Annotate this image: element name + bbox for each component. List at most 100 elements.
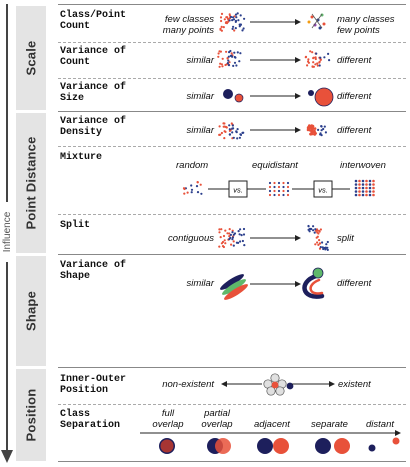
dot	[322, 247, 325, 251]
dot	[318, 242, 322, 245]
dot	[311, 51, 314, 54]
glyph-tiny-blue-circle	[308, 90, 314, 96]
dot	[220, 228, 223, 231]
separator	[58, 404, 406, 405]
dot	[218, 231, 221, 234]
dot	[224, 242, 227, 245]
separator	[58, 461, 406, 462]
dot	[226, 62, 229, 65]
dot	[199, 183, 202, 186]
dot	[321, 246, 324, 249]
dot	[273, 193, 276, 197]
dot	[358, 179, 361, 183]
dot	[368, 193, 372, 197]
dot	[241, 29, 244, 32]
text-similar-density: similar	[186, 125, 214, 136]
dot	[218, 125, 221, 128]
dot	[232, 64, 235, 67]
dot	[307, 127, 311, 131]
dot	[233, 61, 237, 64]
dot	[226, 17, 230, 20]
dot	[322, 127, 325, 131]
category-band-point-distance: Point Distance	[16, 113, 46, 253]
dot	[307, 58, 310, 61]
separator	[58, 146, 406, 147]
dot	[319, 132, 322, 135]
dot	[196, 191, 200, 194]
dot	[310, 132, 314, 136]
dot	[316, 231, 319, 234]
dot	[219, 28, 222, 31]
dot	[228, 133, 231, 136]
text-few-classes: few classes many points	[162, 14, 214, 36]
text-similar-size: similar	[186, 91, 214, 102]
dot	[227, 20, 230, 23]
dot	[365, 186, 368, 190]
text-different-density: different	[337, 125, 372, 136]
dot	[268, 189, 272, 193]
dot	[221, 57, 224, 60]
dot	[358, 193, 361, 197]
dot	[228, 232, 231, 235]
dot	[365, 183, 368, 186]
dot	[223, 122, 226, 125]
dot	[324, 246, 327, 249]
glyph-split	[307, 224, 329, 251]
text-partial-overlap: partial overlap	[201, 408, 233, 430]
dot	[237, 19, 240, 22]
row-label-class-separation: Class Separation	[60, 409, 121, 431]
glyph-random-mixture	[182, 181, 203, 195]
dot	[268, 185, 272, 189]
dot	[224, 21, 227, 24]
dot	[308, 230, 311, 233]
dot	[358, 186, 361, 190]
dot	[230, 122, 233, 125]
dot	[282, 189, 285, 193]
vs-label-2: vs.	[318, 186, 328, 195]
dot	[358, 190, 361, 193]
glyph-separate	[315, 438, 350, 454]
dot	[227, 64, 231, 67]
dot	[312, 61, 315, 64]
dot	[228, 128, 231, 131]
text-adjacent: adjacent	[254, 419, 290, 430]
row-label-class-point-count: Class/Point Count	[60, 10, 127, 32]
dot	[232, 136, 235, 139]
separator	[58, 4, 406, 5]
dot	[277, 181, 281, 185]
text-different-shape: different	[337, 278, 372, 289]
dot	[218, 228, 221, 231]
dot	[273, 185, 276, 189]
text-existent: existent	[338, 379, 371, 390]
dot	[282, 185, 285, 189]
row-label-split: Split	[60, 220, 91, 231]
separator	[58, 78, 406, 79]
dot	[186, 191, 189, 194]
row-label-variance-count: Variance of Count	[60, 46, 127, 68]
dot	[368, 190, 372, 193]
dot	[354, 179, 358, 183]
dot	[239, 23, 242, 26]
dot	[236, 51, 239, 54]
dot	[236, 137, 239, 140]
dot	[365, 193, 368, 197]
dot	[239, 52, 242, 55]
text-random: random	[176, 160, 209, 171]
dot	[220, 25, 223, 28]
dot	[228, 124, 231, 127]
separator	[58, 214, 406, 215]
dot	[217, 52, 220, 55]
dot	[323, 56, 326, 59]
dot	[354, 186, 358, 190]
dot	[220, 63, 223, 66]
dot	[230, 243, 233, 246]
dot	[273, 189, 276, 193]
glyph-distant	[368, 437, 400, 452]
glyph-partial-overlap	[207, 438, 231, 454]
dot	[200, 192, 203, 195]
dot	[219, 236, 222, 239]
dot	[318, 61, 321, 64]
dot	[239, 228, 242, 231]
dot	[231, 27, 234, 30]
dot	[227, 59, 230, 62]
